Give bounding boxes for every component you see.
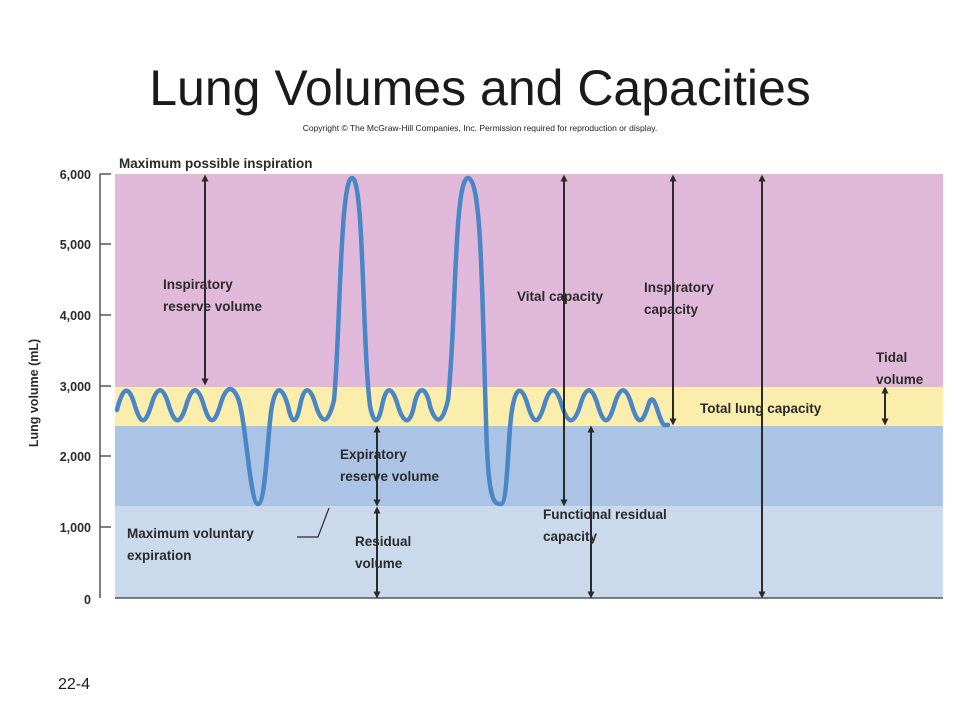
irv-label-line1: Inspiratory	[163, 277, 233, 292]
measurement-arrows	[201, 174, 889, 599]
tlc-label: Total lung capacity	[700, 401, 822, 416]
tidal-label-line1: Tidal	[876, 350, 907, 365]
y-tick-label-6000: 6,000	[60, 168, 91, 182]
copyright-notice: Copyright © The McGraw-Hill Companies, I…	[302, 123, 658, 133]
rv-label-line2: volume	[355, 556, 403, 571]
irv-label-line2: reserve volume	[163, 299, 263, 314]
mve-label-line2: expiration	[127, 548, 192, 563]
rv-label-line1: Residual	[355, 534, 411, 549]
frc-label-line1: Functional residual	[543, 507, 667, 522]
y-tick-label-4000: 4,000	[60, 309, 91, 323]
y-tick-label-1000: 1,000	[60, 521, 91, 535]
vital-capacity-label: Vital capacity	[517, 289, 604, 304]
tidal-label-line2: volume	[876, 372, 924, 387]
y-axis-label: Lung volume (mL)	[27, 339, 41, 447]
y-axis-ticks	[100, 173, 111, 528]
y-tick-label-5000: 5,000	[60, 238, 91, 252]
y-tick-label-2000: 2,000	[60, 450, 91, 464]
ic-label-line1: Inspiratory	[644, 280, 714, 295]
frc-label-line2: capacity	[543, 529, 598, 544]
residual-volume-zone	[115, 506, 943, 598]
expiratory-reserve-zone	[115, 426, 943, 506]
slide-title: Lung Volumes and Capacities	[149, 60, 811, 116]
max-expiration-leader-line	[297, 507, 330, 538]
max-inspiration-label: Maximum possible inspiration	[119, 156, 313, 171]
erv-label-line2: reserve volume	[340, 469, 440, 484]
y-tick-label-3000: 3,000	[60, 380, 91, 394]
ic-label-line2: capacity	[644, 302, 699, 317]
inspiratory-reserve-zone	[115, 174, 943, 387]
erv-label-line1: Expiratory	[340, 447, 407, 462]
y-tick-label-0: 0	[84, 593, 91, 607]
slide-number: 22-4	[58, 676, 91, 693]
mve-label-line1: Maximum voluntary	[127, 526, 254, 541]
